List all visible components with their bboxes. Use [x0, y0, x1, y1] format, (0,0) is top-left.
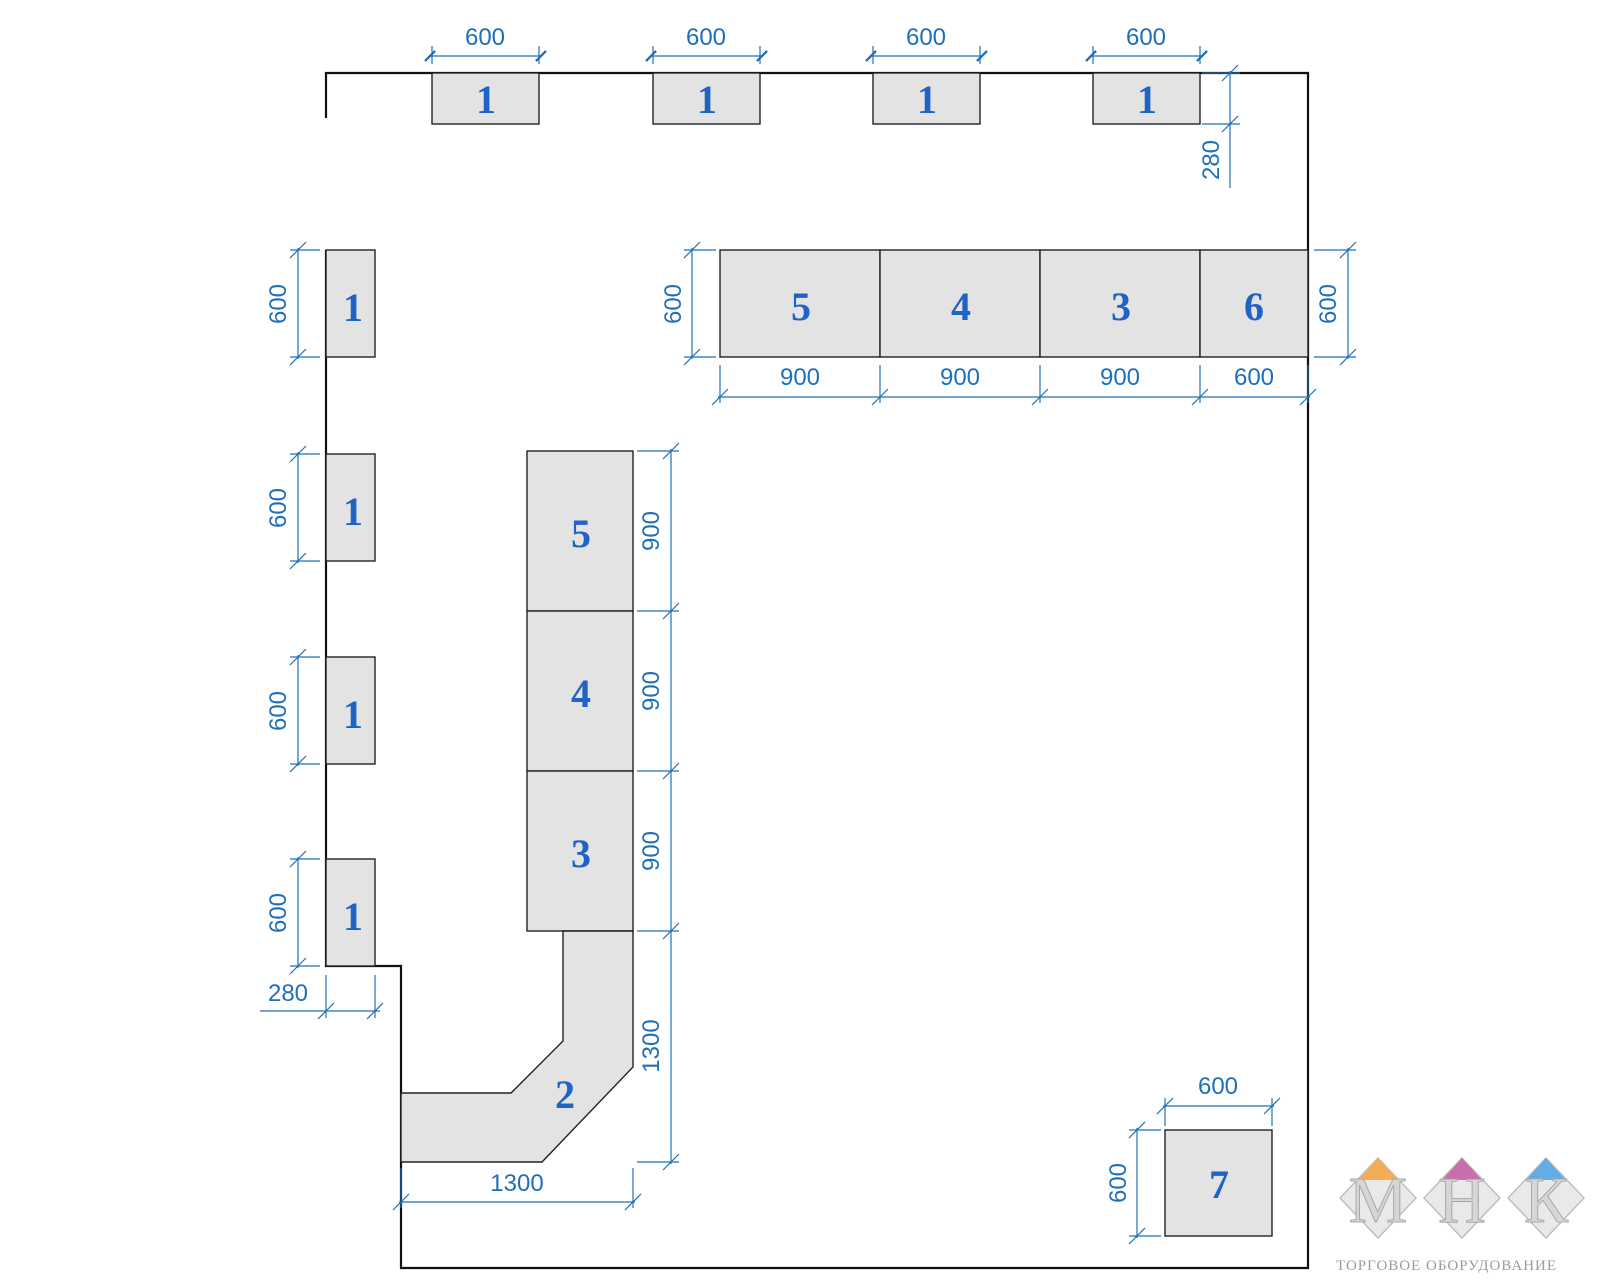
- dimension-label: 600: [686, 24, 726, 51]
- dimension-label: 600: [1198, 1073, 1238, 1100]
- dimension-label: 1300: [638, 1019, 665, 1072]
- center-unit[interactable]: 4: [526, 610, 634, 772]
- logo-k-diamond: К: [1506, 1156, 1586, 1240]
- dimension-label: 600: [1126, 24, 1166, 51]
- left-unit[interactable]: 1: [325, 249, 376, 358]
- unit-label: 3: [571, 831, 591, 876]
- dimension-label: 600: [660, 284, 687, 324]
- unit-label: 5: [571, 511, 591, 556]
- logo-m-diamond: М: [1338, 1156, 1418, 1240]
- logo-letter-n: Н: [1438, 1164, 1486, 1237]
- dimension-label: 900: [780, 364, 820, 391]
- center-unit[interactable]: 3: [526, 770, 634, 932]
- center-column-dimensions: 900 900 900 1300 1300: [392, 442, 680, 1211]
- unit-label: 1: [343, 894, 363, 939]
- dimension-label: 900: [638, 511, 665, 551]
- logo-letter-k: К: [1524, 1164, 1569, 1237]
- right-row-unit[interactable]: 5: [719, 249, 881, 358]
- dimension-label: 600: [265, 893, 292, 933]
- dimension-label: 900: [638, 831, 665, 871]
- dimension-label: 600: [465, 24, 505, 51]
- dimension-label: 600: [265, 284, 292, 324]
- dimension-label: 900: [940, 364, 980, 391]
- left-wall-units: 1 1 1 1: [325, 249, 376, 967]
- center-unit[interactable]: 5: [526, 450, 634, 612]
- unit-label: 3: [1111, 284, 1131, 329]
- company-logo: М Н К ТОРГОВОЕ ОБОРУДОВАНИЕ: [1336, 1156, 1586, 1274]
- unit-label: 7: [1209, 1162, 1229, 1207]
- dimension-label: 600: [265, 488, 292, 528]
- dimension-label: 900: [1100, 364, 1140, 391]
- dimension-label: 900: [638, 671, 665, 711]
- right-row-dimensions: 900 900 900 600 600 600: [660, 241, 1357, 406]
- unit-label: 2: [555, 1072, 575, 1117]
- top-wall-units: 1 1 1 1: [431, 72, 1201, 125]
- top-unit[interactable]: 1: [431, 72, 540, 125]
- unit-label: 1: [476, 77, 496, 122]
- unit-label: 6: [1244, 284, 1264, 329]
- unit-label: 1: [343, 285, 363, 330]
- right-row-unit[interactable]: 4: [879, 249, 1041, 358]
- top-unit[interactable]: 1: [1092, 72, 1201, 125]
- unit-label: 4: [951, 284, 971, 329]
- left-unit[interactable]: 1: [325, 858, 376, 967]
- corner-unit[interactable]: 2: [400, 930, 634, 1163]
- logo-letter-m: М: [1349, 1164, 1408, 1237]
- dimension-label: 1300: [490, 1170, 543, 1197]
- dimension-label: 600: [1315, 284, 1342, 324]
- dimension-label: 600: [265, 691, 292, 731]
- dimension-label: 280: [268, 980, 308, 1007]
- logo-caption: ТОРГОВОЕ ОБОРУДОВАНИЕ: [1336, 1258, 1557, 1274]
- top-unit[interactable]: 1: [872, 72, 981, 125]
- logo-n-diamond: Н: [1422, 1156, 1502, 1240]
- unit-label: 1: [697, 77, 717, 122]
- right-row-units: 5 4 3 6: [719, 249, 1309, 358]
- unit-label: 5: [791, 284, 811, 329]
- dimension-label: 600: [906, 24, 946, 51]
- right-row-unit[interactable]: 3: [1039, 249, 1201, 358]
- dimension-label: 600: [1105, 1163, 1132, 1203]
- center-column-units: 5 4 3 2: [400, 450, 634, 1163]
- dimension-label: 600: [1234, 364, 1274, 391]
- unit-label: 4: [571, 671, 591, 716]
- unit-7-dimensions: 600 600: [1105, 1073, 1281, 1245]
- unit-label: 1: [343, 489, 363, 534]
- top-dimensions: 600 600 600 600 280: [424, 24, 1240, 188]
- top-unit[interactable]: 1: [652, 72, 761, 125]
- right-row-unit[interactable]: 6: [1199, 249, 1309, 358]
- left-dimensions: 600 600 600 600 280: [260, 241, 384, 1020]
- unit-label: 1: [917, 77, 937, 122]
- unit-7[interactable]: 7: [1164, 1129, 1273, 1237]
- left-unit[interactable]: 1: [325, 656, 376, 765]
- unit-label: 1: [343, 692, 363, 737]
- dimension-label: 280: [1198, 140, 1225, 180]
- unit-label: 1: [1137, 77, 1157, 122]
- left-unit[interactable]: 1: [325, 453, 376, 562]
